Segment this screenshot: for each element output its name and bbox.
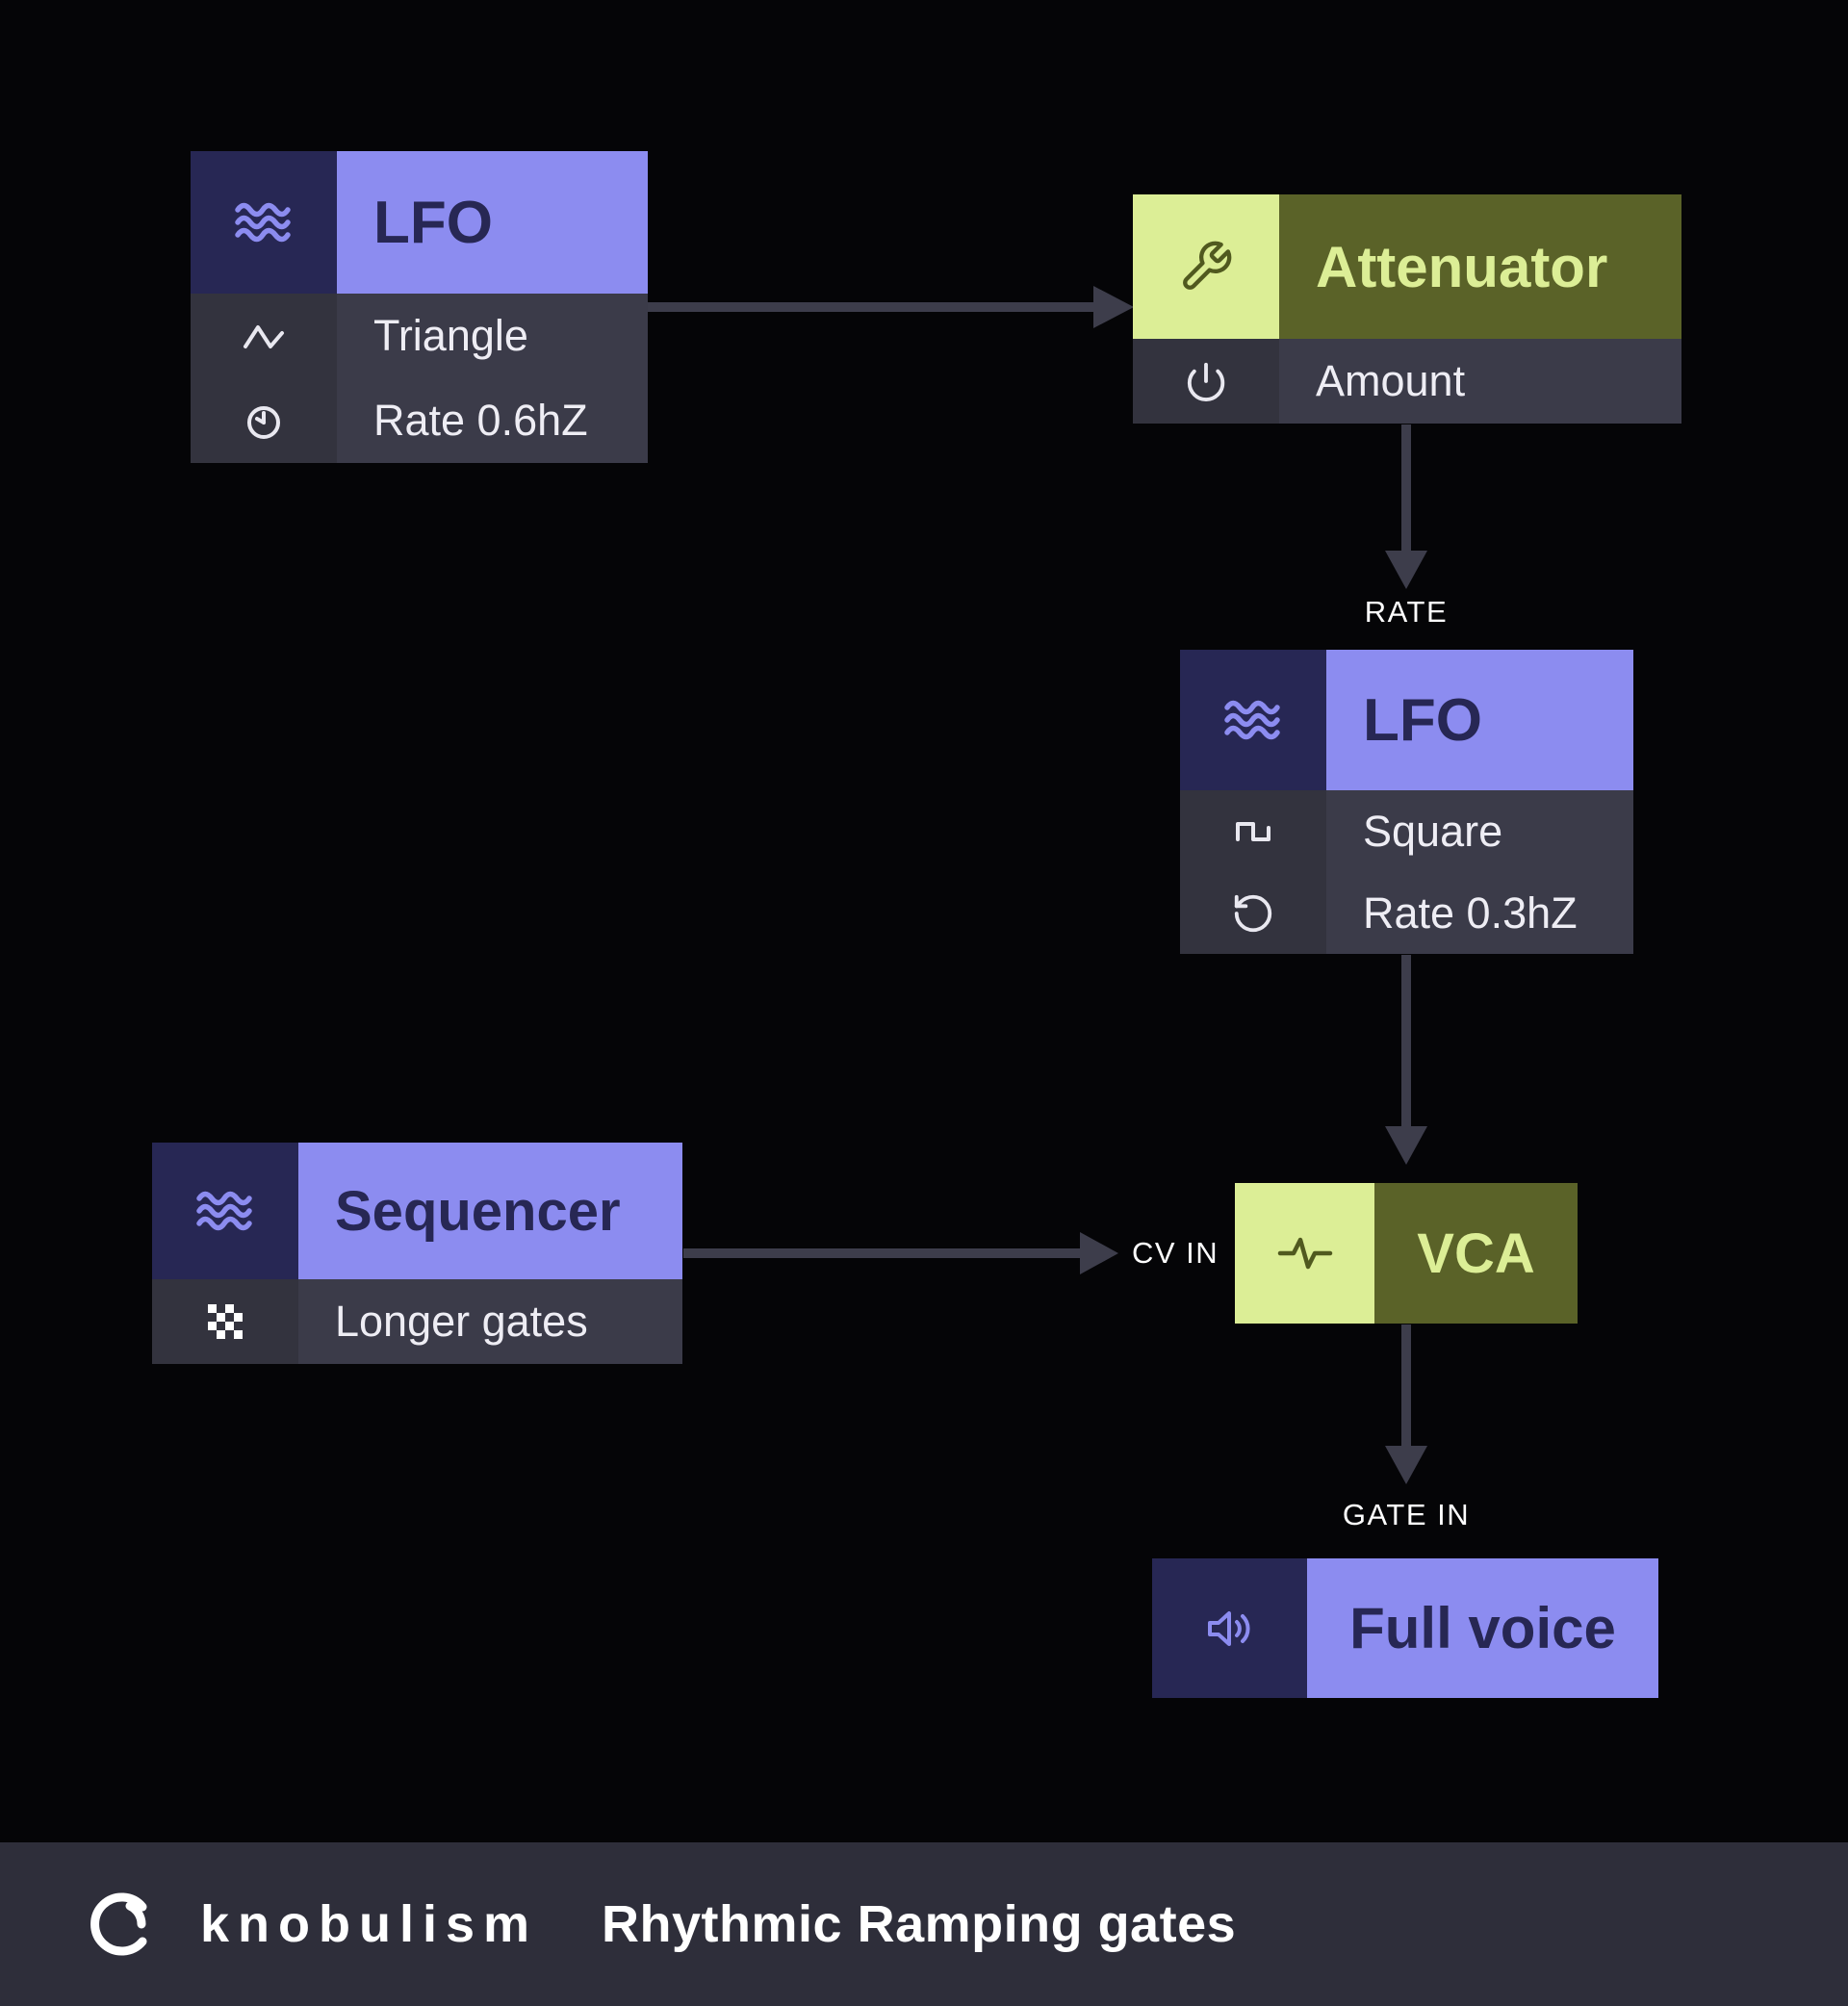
node-row-label: Square [1326, 790, 1633, 872]
node-row-label: Rate 0.6hZ [337, 378, 648, 463]
square-wave-icon [1180, 790, 1326, 872]
node-title: Sequencer [298, 1143, 682, 1279]
node-row-label: Amount [1279, 339, 1681, 424]
node-title: LFO [1326, 650, 1633, 790]
pulse-icon [1235, 1183, 1374, 1324]
node-title: VCA [1374, 1183, 1578, 1324]
rotate-ccw-icon [1180, 872, 1326, 954]
node-lfo-1: LFO Triangle Rate 0.6hZ [191, 151, 648, 463]
wave-icon [1180, 650, 1326, 790]
node-vca: VCA [1235, 1183, 1578, 1324]
checker-pattern-icon [152, 1279, 298, 1364]
wrench-icon [1133, 194, 1279, 339]
node-attenuator: Attenuator Amount [1133, 194, 1681, 424]
brand-name: knobulism [200, 1895, 539, 1953]
node-lfo-2: LFO Square Rate 0.3hZ [1180, 650, 1633, 954]
node-sequencer: Sequencer Longer gates [152, 1143, 682, 1364]
knobulism-logo [81, 1884, 162, 1965]
power-icon [1133, 339, 1279, 424]
gate-in-port-label: GATE IN [1342, 1498, 1471, 1531]
node-full-voice: Full voice [1152, 1558, 1658, 1698]
node-row-label: Triangle [337, 294, 648, 378]
node-row-label: Rate 0.3hZ [1326, 872, 1633, 954]
node-title: Full voice [1307, 1558, 1658, 1698]
node-row-label: Longer gates [298, 1279, 682, 1364]
node-title: Attenuator [1279, 194, 1681, 339]
triangle-wave-icon [191, 294, 337, 378]
node-title: LFO [337, 151, 648, 294]
footer-bar: knobulism Rhythmic Ramping gates [0, 1842, 1848, 2006]
rate-port-label: RATE [1364, 595, 1449, 629]
wave-icon [152, 1143, 298, 1279]
diagram-title: Rhythmic Ramping gates [602, 1895, 1237, 1953]
wave-icon [191, 151, 337, 294]
speaker-icon [1152, 1558, 1307, 1698]
clock-icon [191, 378, 337, 463]
cv-in-port-label: CV IN [1132, 1236, 1219, 1270]
